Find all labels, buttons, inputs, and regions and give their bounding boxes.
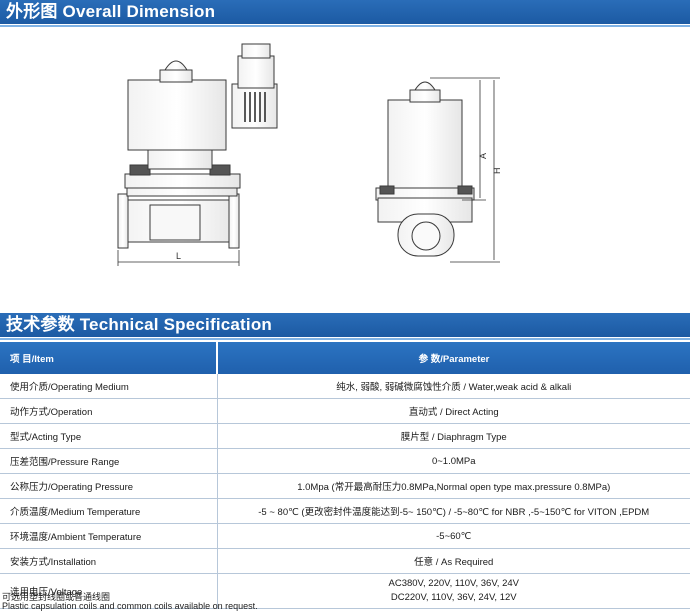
row-param: 直动式 / Direct Acting: [217, 398, 690, 424]
table-row: 环境温度/Ambient Temperature -5~60℃: [0, 523, 690, 549]
row-item: 选用电压/Voltage: [0, 573, 218, 609]
row-item: 动作方式/Operation: [0, 398, 218, 424]
voltage-ac: AC380V, 220V, 110V, 36V, 24V: [388, 578, 520, 589]
voltage-dc: DC220V, 110V, 36V, 24V, 12V: [390, 592, 517, 603]
row-param: 任意 / As Required: [217, 548, 690, 574]
table-header-row: 项 目/Item 参 数/Parameter: [0, 342, 690, 374]
section-title: 外形图 Overall Dimension: [6, 2, 216, 21]
table-row: 型式/Acting Type 膜片型 / Diaphragm Type: [0, 423, 690, 449]
row-param: 膜片型 / Diaphragm Type: [217, 423, 690, 449]
header-parameter: 参 数/Parameter: [217, 342, 690, 374]
spec-table: 项 目/Item 参 数/Parameter 使用介质/Operating Me…: [0, 342, 690, 609]
table-row: 公称压力/Operating Pressure 1.0Mpa (常开最高耐压力0…: [0, 473, 690, 499]
valve-side-view: [375, 81, 475, 257]
table-row: 动作方式/Operation 直动式 / Direct Acting: [0, 398, 690, 424]
header-item: 项 目/Item: [0, 342, 218, 374]
section-header-technical-specification: 技术参数 Technical Specification: [0, 313, 690, 340]
label-a: A: [478, 153, 488, 159]
valve-front-view: [117, 43, 278, 249]
table-row: 安装方式/Installation 任意 / As Required: [0, 548, 690, 574]
row-item: 使用介质/Operating Medium: [0, 374, 218, 399]
section-header-overall-dimension: 外形图 Overall Dimension: [0, 0, 690, 27]
table-row: 选用电压/Voltage AC380V, 220V, 110V, 36V, 24…: [0, 573, 690, 609]
row-param: 0~1.0MPa: [217, 448, 690, 474]
table-row: 介质温度/Medium Temperature -5 ~ 80℃ (更改密封件温…: [0, 498, 690, 524]
row-param: 纯水, 弱酸, 弱碱微腐蚀性介质 / Water,weak acid & alk…: [217, 374, 690, 399]
row-param: AC380V, 220V, 110V, 36V, 24V DC220V, 110…: [217, 573, 690, 609]
header-underline: [0, 25, 690, 27]
dimension-l: [117, 250, 240, 266]
row-item: 压差范围/Pressure Range: [0, 448, 218, 474]
label-h: H: [492, 168, 502, 175]
row-item: 型式/Acting Type: [0, 423, 218, 449]
header-underline: [0, 338, 690, 340]
label-l: L: [176, 251, 181, 261]
table-row: 使用介质/Operating Medium 纯水, 弱酸, 弱碱微腐蚀性介质 /…: [0, 374, 690, 399]
footnote-en: Plastic capsulation coils and common coi…: [2, 601, 258, 611]
dimension-drawing: L A H: [117, 43, 502, 266]
row-param: 1.0Mpa (常开最高耐压力0.8MPa,Normal open type m…: [217, 473, 690, 499]
row-item: 公称压力/Operating Pressure: [0, 473, 218, 499]
row-item: 介质温度/Medium Temperature: [0, 498, 218, 524]
row-param: -5~60℃: [217, 523, 690, 549]
footnote-cn: 可选用塑封线圈或普通线圈: [2, 592, 111, 602]
row-param: -5 ~ 80℃ (更改密封件温度能达到-5~ 150℃) / -5~80℃ f…: [217, 498, 690, 524]
row-item: 安装方式/Installation: [0, 548, 218, 574]
dimension-a-h: [430, 77, 500, 263]
table-row: 压差范围/Pressure Range 0~1.0MPa: [0, 448, 690, 474]
section-title: 技术参数 Technical Specification: [6, 315, 273, 334]
row-item: 环境温度/Ambient Temperature: [0, 523, 218, 549]
